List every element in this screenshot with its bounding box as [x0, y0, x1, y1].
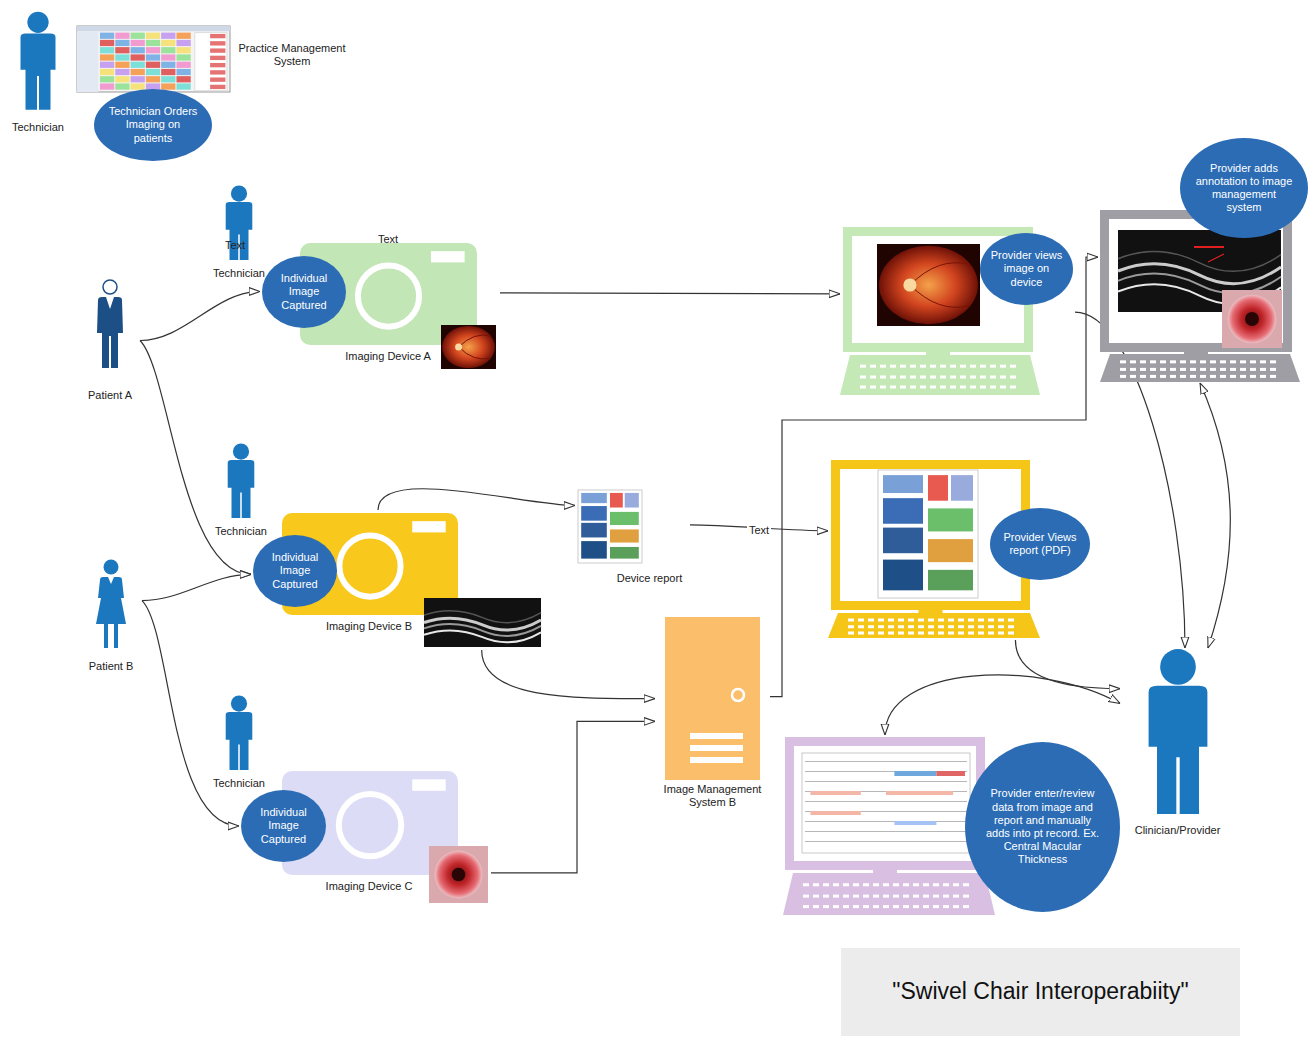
- provider-laptop: Provider enter/review data from image an…: [780, 735, 1122, 917]
- text-label: Imaging Device A: [345, 350, 431, 363]
- node-illustration: [80, 278, 140, 403]
- node-illustration: [5, 8, 71, 132]
- blue-ellipse: Individual Image Captured: [253, 535, 337, 607]
- connector-arrow: [378, 489, 575, 510]
- blue-ellipse: Individual Image Captured: [262, 256, 346, 328]
- ellipse-text: Provider enter/review data from image an…: [982, 787, 1103, 866]
- node-illustration: [206, 185, 272, 277]
- image-management-server: Image Management System B: [655, 615, 770, 805]
- connector-arrow: [500, 293, 840, 294]
- connector-arrow: [140, 341, 251, 575]
- text-label: Imaging Device B: [326, 620, 412, 633]
- task-ellipse: Technician Orders Imaging on patients: [94, 89, 212, 161]
- text-label: Text: [747, 524, 771, 537]
- blue-ellipse: Technician Orders Imaging on patients: [94, 89, 212, 161]
- text-label: Clinician/Provider: [1135, 824, 1221, 837]
- technician-figure: Technician: [208, 443, 274, 535]
- label-holder: Text: [220, 235, 250, 253]
- text-label: Patient B: [89, 660, 134, 673]
- ellipse-text: Technician Orders Imaging on patients: [107, 105, 199, 145]
- patient-figure: Patient A: [80, 278, 140, 403]
- provider-laptop: Provider views image on device: [840, 225, 1075, 397]
- blue-ellipse: Individual Image Captured: [241, 790, 326, 862]
- label-holder: Text: [373, 229, 403, 247]
- imaging-device: Individual Image CapturedImaging Device …: [260, 240, 500, 372]
- connector-arrow: [140, 291, 260, 340]
- label-holder: Technician: [208, 521, 274, 539]
- practice-management-system: Practice Management System: [77, 24, 349, 94]
- ellipse-text: Provider adds annotation to image manage…: [1194, 162, 1294, 215]
- technician-figure: Technician: [206, 695, 272, 787]
- ellipse-text: Provider Views report (PDF): [1001, 531, 1079, 557]
- label-holder: Imaging Device A: [330, 346, 446, 364]
- imaging-device: Individual Image CapturedImaging Device …: [251, 510, 543, 650]
- text-label: Patient A: [88, 389, 132, 402]
- blue-ellipse: Provider enter/review data from image an…: [965, 742, 1120, 912]
- connector-arrow: [482, 650, 655, 699]
- node-illustration: [80, 558, 142, 673]
- ellipse-text: Individual Image Captured: [262, 551, 328, 591]
- label-holder: Technician: [206, 263, 272, 281]
- blue-ellipse: Provider views image on device: [980, 233, 1073, 305]
- caption-box: "Swivel Chair Interoperabiity": [841, 948, 1240, 1036]
- label-holder: Device report: [607, 568, 692, 586]
- ellipse-text: Individual Image Captured: [251, 806, 317, 846]
- text-label: Image Management System B: [655, 783, 770, 809]
- connector-arrow: [1200, 383, 1230, 648]
- node-illustration: [206, 695, 272, 787]
- node-illustration: [1120, 648, 1235, 833]
- text-label: Technician: [213, 777, 265, 790]
- node-illustration: [655, 615, 770, 805]
- label-holder: Patient A: [80, 385, 140, 403]
- label-holder: Imaging Device C: [311, 876, 427, 894]
- edge-label-holder: Text: [729, 520, 789, 538]
- connector-arrow: [1015, 640, 1120, 689]
- label-holder: Clinician/Provider: [1120, 820, 1235, 838]
- device-report: Device report: [575, 488, 690, 585]
- label-holder: Image Management System B: [655, 783, 770, 810]
- ellipse-text: Individual Image Captured: [271, 272, 337, 312]
- text-label: Text: [378, 233, 398, 246]
- imaging-device: Individual Image CapturedImaging Device …: [239, 768, 491, 906]
- text-label: Device report: [617, 572, 682, 585]
- label-holder: Patient B: [80, 656, 142, 674]
- text-label: Text: [225, 239, 245, 252]
- blue-ellipse: Provider Views report (PDF): [990, 508, 1090, 580]
- node-illustration: [575, 488, 690, 585]
- text-label: Imaging Device C: [326, 880, 413, 893]
- text-label: Practice Management System: [235, 42, 349, 68]
- node-illustration: [208, 443, 274, 535]
- technician-figure: Technician: [206, 185, 272, 277]
- blue-ellipse: Provider adds annotation to image manage…: [1180, 138, 1308, 238]
- provider-laptop: Provider Views report (PDF): [828, 458, 1092, 640]
- connector-arrow: [491, 721, 655, 872]
- label-holder: Imaging Device B: [311, 616, 427, 634]
- label-holder: Technician: [5, 117, 71, 135]
- technician-figure: Technician: [5, 8, 71, 132]
- connector-arrow: [142, 574, 251, 600]
- caption-text: "Swivel Chair Interoperabiity": [892, 978, 1188, 1006]
- connector-arrow: [142, 601, 239, 826]
- text-label: Technician: [12, 121, 64, 134]
- label-holder: Technician: [206, 773, 272, 791]
- text-label: Technician: [213, 267, 265, 280]
- provider-laptop: Provider adds annotation to image manage…: [1098, 138, 1308, 383]
- connector-arrow: [885, 675, 1120, 735]
- clinician-figure: Clinician/Provider: [1120, 648, 1235, 833]
- ellipse-text: Provider views image on device: [990, 249, 1063, 289]
- label-holder: Practice Management System: [235, 42, 349, 69]
- text-label: Technician: [215, 525, 267, 538]
- patient-figure: Patient B: [80, 558, 142, 673]
